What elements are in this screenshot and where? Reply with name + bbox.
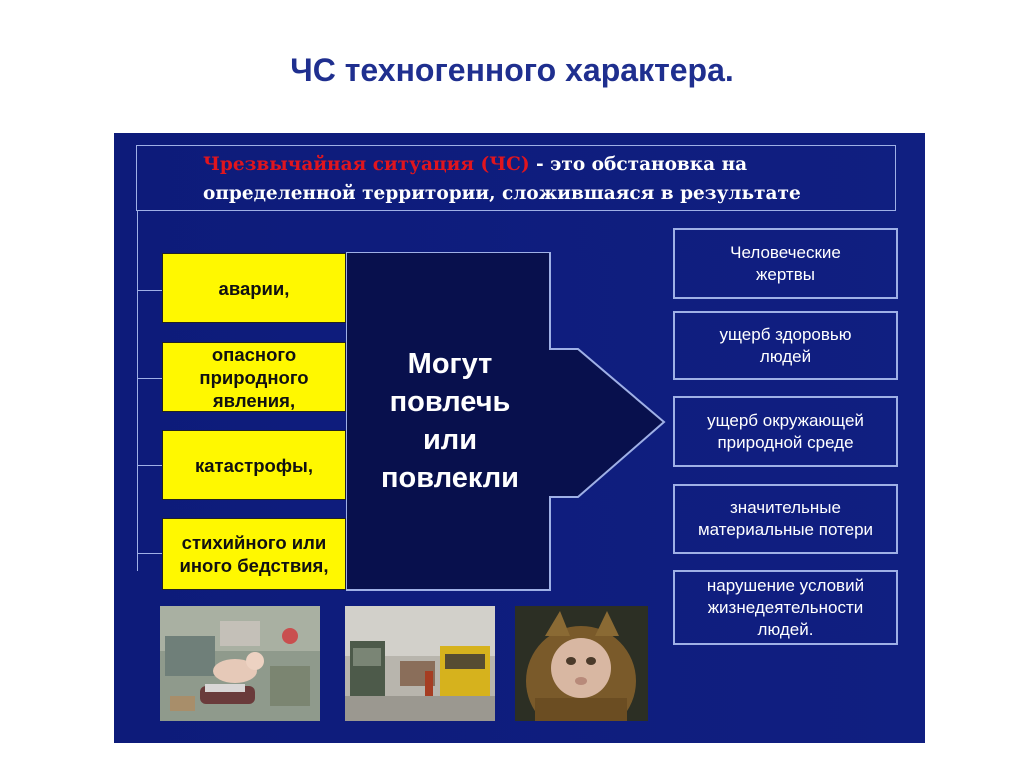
big-arrow-shape: [346, 252, 666, 591]
causes-bracket-tick-2: [137, 378, 162, 379]
cause-natural-phenomenon: опасного природного явления,: [162, 342, 346, 412]
consequence-casualties: Человеческие жертвы: [673, 228, 898, 299]
causes-bracket-tick-1: [137, 290, 162, 291]
cause-catastrophes: катастрофы,: [162, 430, 346, 500]
slide-title: ЧС техногенного характера.: [290, 52, 734, 88]
center-label-line-4: повлекли: [381, 462, 519, 494]
consequence-material-losses: значительные материальные потери: [673, 484, 898, 554]
center-label-line-1: Могут: [407, 348, 493, 380]
causes-bracket-tick-4: [137, 553, 162, 554]
consequence-life-disruption: нарушение условий жизнедеятельности люде…: [673, 570, 898, 645]
center-label-line-2: повлечь: [389, 386, 511, 418]
definition-term: Чрезвычайная ситуация (ЧС): [203, 154, 530, 175]
center-label: Могут повлечь или повлекли: [350, 345, 550, 497]
cause-accidents: аварии,: [162, 253, 346, 323]
consequence-environment-damage: ущерб окружающей природной среде: [673, 396, 898, 467]
consequence-health-damage: ущерб здоровью людей: [673, 311, 898, 380]
buses-in-smoke-photo: [345, 606, 495, 721]
causes-bracket-vertical: [137, 211, 138, 571]
cause-disaster: стихийного или иного бедствия,: [162, 518, 346, 590]
center-label-line-3: или: [422, 424, 478, 456]
debris-with-doll-photo: [160, 606, 320, 721]
definition-line1: - это обстановка на: [529, 154, 748, 175]
definition-line2: определенной территории, сложившаяся в р…: [203, 183, 801, 204]
cat-in-hood-photo: [515, 606, 648, 721]
causes-bracket-tick-3: [137, 465, 162, 466]
definition-box: Чрезвычайная ситуация (ЧС) - это обстано…: [136, 145, 896, 211]
